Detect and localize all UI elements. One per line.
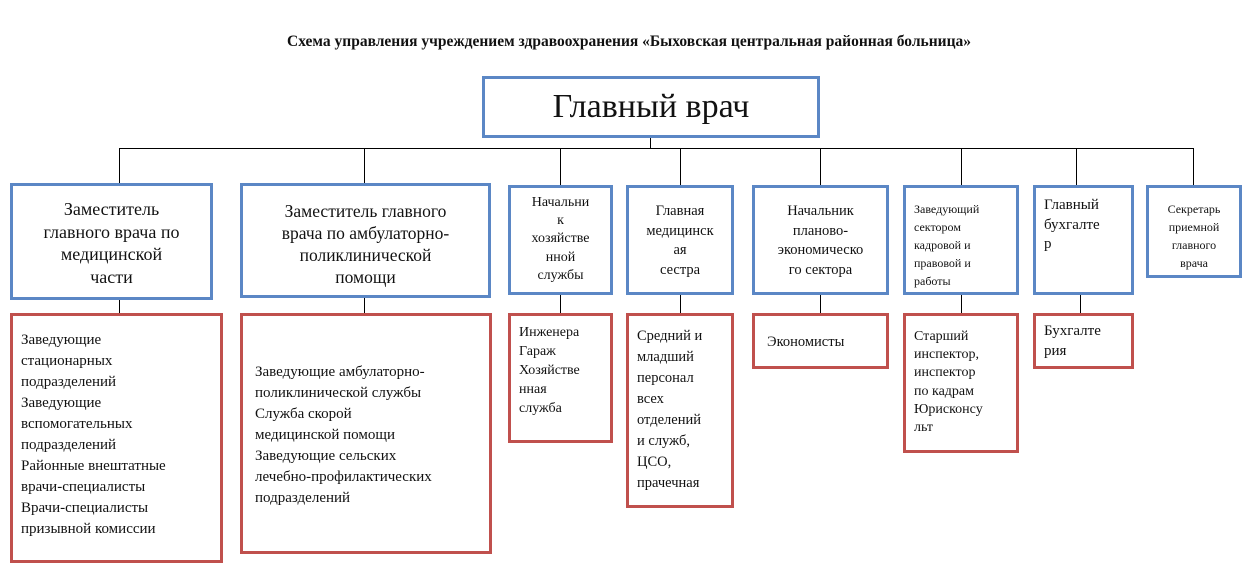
connector bbox=[820, 148, 821, 186]
connector bbox=[1080, 295, 1081, 313]
connector bbox=[961, 295, 962, 313]
manager-box: Заместитель главного врача по амбулаторн… bbox=[240, 183, 491, 298]
connector bbox=[650, 138, 651, 148]
connector bbox=[680, 295, 681, 313]
unit-box: Экономисты bbox=[752, 313, 889, 369]
manager-box: Заведующий сектором кадровой и правовой … bbox=[903, 185, 1019, 295]
unit-box: Заведующие стационарных подразделений За… bbox=[10, 313, 223, 563]
manager-box: Главная медицинск ая сестра bbox=[626, 185, 734, 295]
connector bbox=[364, 298, 365, 313]
manager-box: Начальник планово- экономическо го секто… bbox=[752, 185, 889, 295]
unit-box: Старший инспектор, инспектор по кадрам Ю… bbox=[903, 313, 1019, 453]
unit-box: Средний и младший персонал всех отделени… bbox=[626, 313, 734, 508]
unit-box: Заведующие амбулаторно- поликлинической … bbox=[240, 313, 492, 554]
unit-box: Инженера Гараж Хозяйстве нная служба bbox=[508, 313, 613, 443]
manager-box: Секретарь приемной главного врача bbox=[1146, 185, 1242, 278]
connector bbox=[1193, 148, 1194, 186]
connector bbox=[119, 300, 120, 313]
unit-box: Бухгалте рия bbox=[1033, 313, 1134, 369]
connector bbox=[1076, 148, 1077, 186]
manager-box: Главный бухгалте р bbox=[1033, 185, 1134, 295]
manager-box: Заместитель главного врача по медицинско… bbox=[10, 183, 213, 300]
chart-title: Схема управления учреждением здравоохран… bbox=[287, 33, 971, 50]
connector bbox=[560, 148, 561, 186]
connector bbox=[119, 148, 120, 184]
connector bbox=[119, 148, 1194, 149]
connector bbox=[961, 148, 962, 186]
connector bbox=[820, 295, 821, 313]
connector bbox=[560, 295, 561, 313]
head-box: Главный врач bbox=[482, 76, 820, 138]
connector bbox=[680, 148, 681, 186]
connector bbox=[364, 148, 365, 184]
manager-box: Начальни к хозяйстве нной службы bbox=[508, 185, 613, 295]
